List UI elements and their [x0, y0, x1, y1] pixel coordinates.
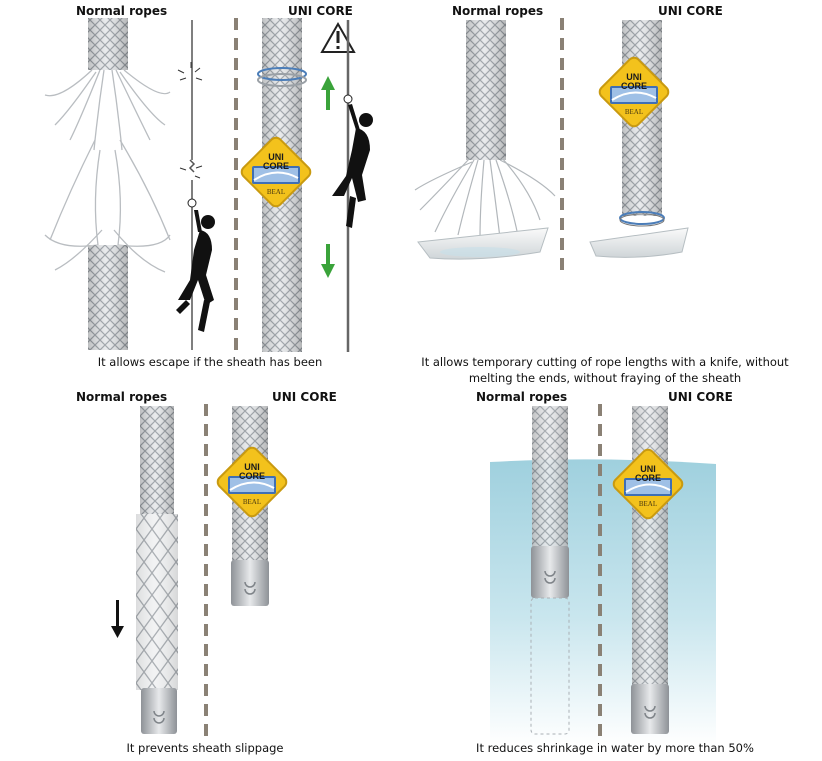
svg-text:UNI: UNI: [626, 72, 642, 82]
svg-text:CORE: CORE: [263, 161, 289, 171]
svg-text:UNI: UNI: [268, 152, 284, 162]
uni-core-badge: UNI CORE BEAL: [596, 54, 672, 130]
panel-escape: Normal ropes UNI CORE: [0, 0, 400, 380]
normal-rope-frayed: [44, 18, 171, 350]
arrow-up-icon: [321, 76, 335, 110]
header-normal-ropes: Normal ropes: [76, 390, 168, 404]
svg-text:UNI: UNI: [244, 462, 260, 472]
svg-text:BEAL: BEAL: [243, 498, 261, 506]
svg-text:CORE: CORE: [239, 471, 265, 481]
header-uni-core: UNI CORE: [272, 390, 337, 404]
panel-shrinkage: Normal ropes UNI CORE UNI CORE BEAL It r…: [400, 386, 822, 761]
caption-shrinkage: It reduces shrinkage in water by more th…: [476, 741, 754, 755]
header-uni-core: UNI CORE: [658, 4, 723, 18]
escape-illustration: UNI CORE BEAL: [44, 18, 373, 352]
svg-text:BEAL: BEAL: [267, 188, 285, 196]
svg-text:UNI: UNI: [640, 464, 656, 474]
header-normal-ropes: Normal ropes: [476, 390, 568, 404]
panel-slippage: Normal ropes UNI CORE UNI CORE BEAL It p…: [0, 386, 400, 761]
uni-core-rope-cut: [619, 20, 665, 227]
arrow-down-icon: [111, 600, 124, 638]
header-uni-core: UNI CORE: [288, 4, 353, 18]
normal-rope-cut: [414, 20, 556, 239]
knife-blade-left: [417, 227, 549, 260]
uni-core-badge: UNI CORE BEAL: [214, 444, 290, 520]
uni-core-badge: UNI CORE BEAL: [238, 134, 314, 210]
svg-text:CORE: CORE: [621, 81, 647, 91]
warning-icon: [320, 21, 356, 53]
caption-cutting: It allows temporary cutting of rope leng…: [421, 355, 789, 385]
normal-rope-slipped: [136, 406, 178, 734]
broken-cord: [177, 20, 203, 350]
caption-escape: It allows escape if the sheath has been: [97, 355, 323, 369]
climber-right: [332, 104, 373, 228]
header-normal-ropes: Normal ropes: [76, 4, 168, 18]
caption-slippage: It prevents sheath slippage: [126, 741, 284, 755]
cutting-illustration: UNI CORE BEAL: [414, 18, 689, 270]
water-area: [490, 459, 716, 746]
svg-text:BEAL: BEAL: [625, 108, 643, 116]
slippage-illustration: UNI CORE BEAL: [111, 404, 290, 738]
knife-blade-right: [589, 227, 689, 258]
svg-text:CORE: CORE: [635, 473, 661, 483]
shrinkage-illustration: UNI CORE BEAL: [490, 404, 716, 746]
uni-core-badge: UNI CORE BEAL: [610, 446, 686, 522]
header-normal-ropes: Normal ropes: [452, 4, 544, 18]
svg-text:BEAL: BEAL: [639, 500, 657, 508]
arrow-down-icon: [321, 244, 335, 278]
normal-rope-shrunk: [530, 406, 570, 735]
header-uni-core: UNI CORE: [668, 390, 733, 404]
panel-cutting: Normal ropes UNI CORE UNI: [400, 0, 822, 390]
climber-left: [176, 210, 215, 332]
